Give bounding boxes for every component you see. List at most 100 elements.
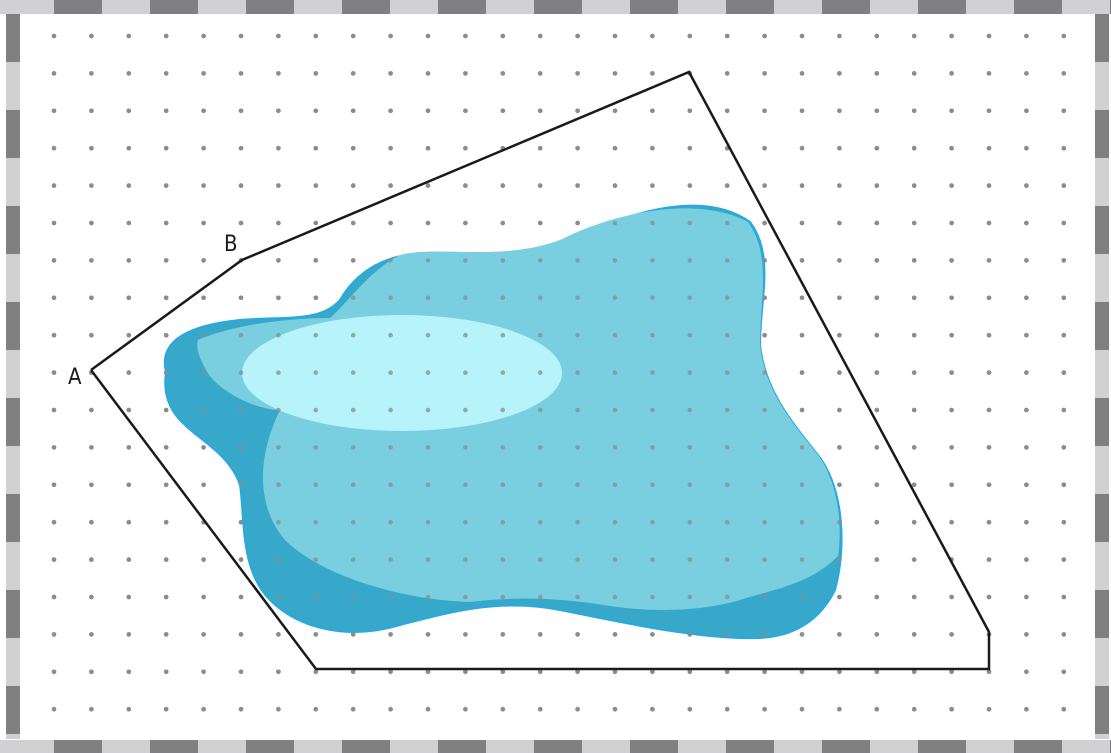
grid-dot: [201, 220, 206, 226]
grid-dot: [537, 557, 543, 562]
grid-dot: [1061, 183, 1067, 188]
grid-dot: [1061, 594, 1067, 600]
grid-dot: [500, 669, 506, 675]
grid-dot: [238, 594, 244, 600]
grid-dot: [388, 183, 393, 188]
grid-dot: [500, 482, 506, 488]
grid-dot: [500, 220, 506, 226]
grid-dot: [1024, 557, 1029, 562]
grid-dot: [537, 445, 543, 450]
grid-dot: [276, 108, 281, 114]
grid-dot: [313, 145, 319, 151]
grid-dot: [51, 295, 57, 301]
grid-dot: [911, 669, 917, 675]
grid-dot: [762, 332, 767, 338]
grid-dot: [837, 557, 842, 562]
grid-dot: [575, 258, 580, 263]
grid-dot: [537, 71, 543, 76]
grid-dot: [201, 594, 206, 600]
grid-dot: [201, 71, 206, 76]
grid-dot: [276, 632, 281, 637]
border-segment: [6, 14, 20, 62]
border-segment: [870, 740, 918, 753]
grid-dot: [1024, 183, 1029, 188]
grid-dot: [762, 370, 767, 375]
grid-dot: [1061, 407, 1067, 413]
grid-dot: [612, 519, 618, 525]
grid-dot: [500, 445, 506, 450]
grid-dot: [51, 183, 57, 188]
border-segment: [1095, 734, 1109, 739]
grid-dot: [313, 519, 319, 525]
grid-dot: [1061, 332, 1067, 338]
grid-dot: [687, 445, 693, 450]
grid-dot: [762, 482, 767, 488]
vertex-label-a: A: [68, 365, 82, 390]
grid-dot: [724, 519, 730, 525]
grid-dot: [51, 108, 57, 114]
grid-dot: [687, 295, 693, 301]
grid-dot: [313, 557, 319, 562]
grid-dot: [724, 71, 730, 76]
grid-dot: [276, 220, 281, 226]
grid-dot: [612, 482, 618, 488]
grid-dot: [1061, 557, 1067, 562]
grid-dot: [388, 632, 393, 637]
grid-dot: [89, 71, 94, 76]
grid-dot: [762, 632, 767, 637]
grid-dot: [51, 145, 57, 151]
grid-dot: [126, 258, 132, 263]
border-segment: [630, 0, 678, 14]
border-segment: [6, 542, 20, 590]
border-segment: [390, 740, 438, 753]
grid-dot: [500, 407, 506, 413]
grid-dot: [238, 370, 244, 375]
grid-dot: [724, 33, 730, 39]
grid-dot: [687, 594, 693, 600]
border-segment: [534, 740, 582, 753]
grid-dot: [650, 258, 655, 263]
grid-dot: [911, 295, 917, 301]
grid-dot: [201, 370, 206, 375]
grid-dot: [313, 295, 319, 301]
grid-dot: [762, 519, 767, 525]
grid-dot: [575, 669, 580, 675]
grid-dot: [837, 33, 842, 39]
grid-dot: [201, 445, 206, 450]
grid-dot: [612, 706, 618, 712]
grid-dot: [276, 295, 281, 301]
vertex-label-b: B: [224, 232, 238, 257]
border-segment: [54, 0, 102, 14]
grid-dot: [238, 33, 244, 39]
grid-dot: [874, 33, 880, 39]
grid-dot: [874, 594, 880, 600]
grid-dot: [724, 706, 730, 712]
grid-dot: [575, 183, 580, 188]
grid-dot: [537, 632, 543, 637]
grid-dot: [986, 183, 992, 188]
grid-dot: [463, 108, 468, 114]
grid-dot: [650, 669, 655, 675]
grid-dot: [350, 445, 356, 450]
grid-dot: [724, 594, 730, 600]
grid-dot: [537, 220, 543, 226]
grid-dot: [799, 557, 805, 562]
grid-dot: [949, 632, 954, 637]
grid-dot: [650, 706, 655, 712]
grid-dot: [500, 258, 506, 263]
grid-dot: [575, 108, 580, 114]
grid-dot: [650, 519, 655, 525]
grid-dot: [126, 370, 132, 375]
grid-dot: [276, 370, 281, 375]
grid-dot: [687, 220, 693, 226]
grid-dot: [313, 445, 319, 450]
grid-dot: [163, 33, 169, 39]
grid-dot: [687, 632, 693, 637]
grid-dot: [650, 594, 655, 600]
grid-dot: [276, 332, 281, 338]
grid-dot: [837, 519, 842, 525]
grid-dot: [612, 632, 618, 637]
grid-dot: [837, 407, 842, 413]
grid-dot: [762, 145, 767, 151]
grid-dot: [201, 295, 206, 301]
